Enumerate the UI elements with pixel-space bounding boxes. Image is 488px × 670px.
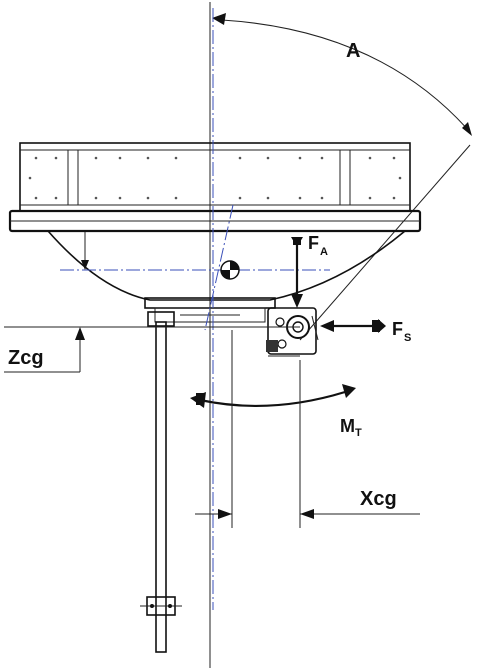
- xcg-dimension: [195, 330, 420, 528]
- base-flange: [8, 209, 422, 233]
- zcg-label: Zcg: [8, 347, 44, 369]
- zcg-dimension: [4, 326, 300, 373]
- gearbox-assembly: [266, 307, 319, 357]
- torque-moment-arrow: [190, 384, 356, 408]
- axial-force-label: F: [308, 233, 319, 253]
- tilted-reference-line: [299, 144, 471, 341]
- xcg-label: Xcg: [360, 488, 397, 510]
- axial-force-arrow: [291, 237, 303, 308]
- side-force-arrow: [320, 319, 386, 333]
- side-force-subscript: S: [404, 332, 411, 344]
- angle-a-indicator: [212, 13, 472, 136]
- vertical-shaft: [140, 311, 182, 653]
- drum-body: [19, 142, 411, 212]
- hopper-leader-arrow: [81, 232, 89, 270]
- hopper-centerline: [204, 204, 234, 331]
- moment-subscript: T: [355, 427, 362, 439]
- moment-label: M: [340, 416, 355, 436]
- center-of-gravity-symbol: [220, 260, 240, 280]
- axial-force-subscript: A: [320, 246, 328, 258]
- angle-label: A: [346, 40, 360, 62]
- side-force-label: F: [392, 319, 403, 339]
